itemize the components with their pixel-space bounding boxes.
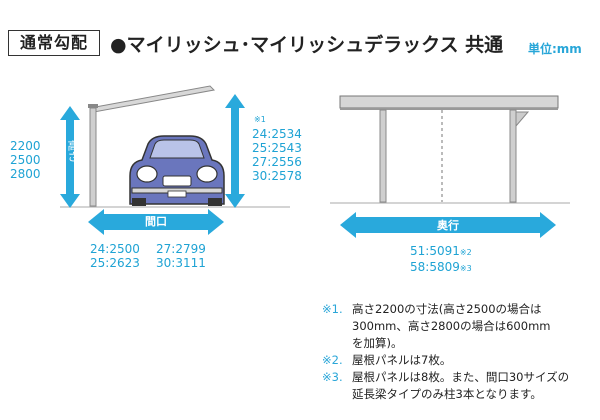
depth-arrow [340, 212, 556, 238]
width-value: 25:2623 [90, 256, 140, 270]
eave-height-values: 24:2534 25:2543 27:2556 30:2578 [252, 127, 302, 183]
height-value: 2500 [10, 153, 41, 167]
depth-value-row: 51:5091※2 [410, 244, 472, 260]
note-3: ※3. 屋根パネルは8枚。また、間口30サイズの 延長梁タイプのみ柱3本となりま… [322, 369, 569, 403]
page-title: ●マイリッシュ･マイリッシュデラックス 共通 [110, 34, 504, 56]
depth-value: 58:5809 [410, 260, 460, 274]
note-line: 300mm、高さ2800の場合は600mm [352, 319, 551, 333]
eave-height-value: 30:2578 [252, 169, 302, 183]
width-value: 27:2799 [156, 242, 206, 256]
height-value: 2800 [10, 167, 41, 181]
height-value: 2200 [10, 139, 41, 153]
note-2: ※2. 屋根パネルは7枚。 [322, 352, 569, 369]
height-label: 高さ [66, 140, 79, 162]
note-line: を加算)。 [352, 336, 403, 350]
car-icon [129, 135, 225, 206]
height-arrow [60, 106, 80, 208]
eave-height-arrow [225, 94, 245, 208]
depth-value-row: 58:5809※3 [410, 260, 472, 276]
roof-panel [88, 85, 216, 113]
badge-normal-slope: 通常勾配 [8, 30, 100, 56]
notes: ※1. 高さ2200の寸法(高さ2500の場合は 300mm、高さ2800の場合… [322, 301, 569, 403]
depth-mark: ※3 [459, 264, 472, 273]
note-mark: ※1. [322, 302, 343, 316]
note-mark: ※3. [322, 370, 343, 384]
width-values-col1: 24:2500 25:2623 [90, 242, 140, 270]
unit-label: 単位:mm [528, 42, 582, 56]
side-view-diagram [60, 85, 290, 208]
note-line: 屋根パネルは7枚。 [352, 353, 452, 367]
note-1: ※1. 高さ2200の寸法(高さ2500の場合は 300mm、高さ2800の場合… [322, 301, 569, 352]
eave-height-value: 24:2534 [252, 127, 302, 141]
eave-height-value: 27:2556 [252, 155, 302, 169]
note-line: 高さ2200の寸法(高さ2500の場合は [352, 302, 542, 316]
width-values-col2: 27:2799 30:3111 [156, 242, 206, 270]
front-view-diagram [330, 95, 570, 204]
width-value: 30:3111 [156, 256, 206, 270]
height-values: 2200 2500 2800 [10, 139, 41, 181]
width-arrow [88, 209, 224, 235]
eave-mark: ※1 [254, 115, 266, 124]
depth-values: 51:5091※2 58:5809※3 [410, 244, 472, 276]
depth-value: 51:5091 [410, 244, 460, 258]
depth-label: 奥行 [437, 219, 459, 232]
roof-beam [88, 104, 98, 108]
width-value: 24:2500 [90, 242, 140, 256]
roof-panel [339, 95, 559, 109]
post [89, 107, 97, 207]
note-mark: ※2. [322, 353, 343, 367]
post [509, 109, 517, 203]
width-label: 間口 [145, 215, 167, 228]
note-line: 延長梁タイプのみ柱3本となります。 [352, 387, 542, 401]
note-line: 屋根パネルは8枚。また、間口30サイズの [352, 370, 570, 384]
eave-height-value: 25:2543 [252, 141, 302, 155]
depth-mark: ※2 [459, 248, 472, 257]
post [379, 109, 387, 203]
